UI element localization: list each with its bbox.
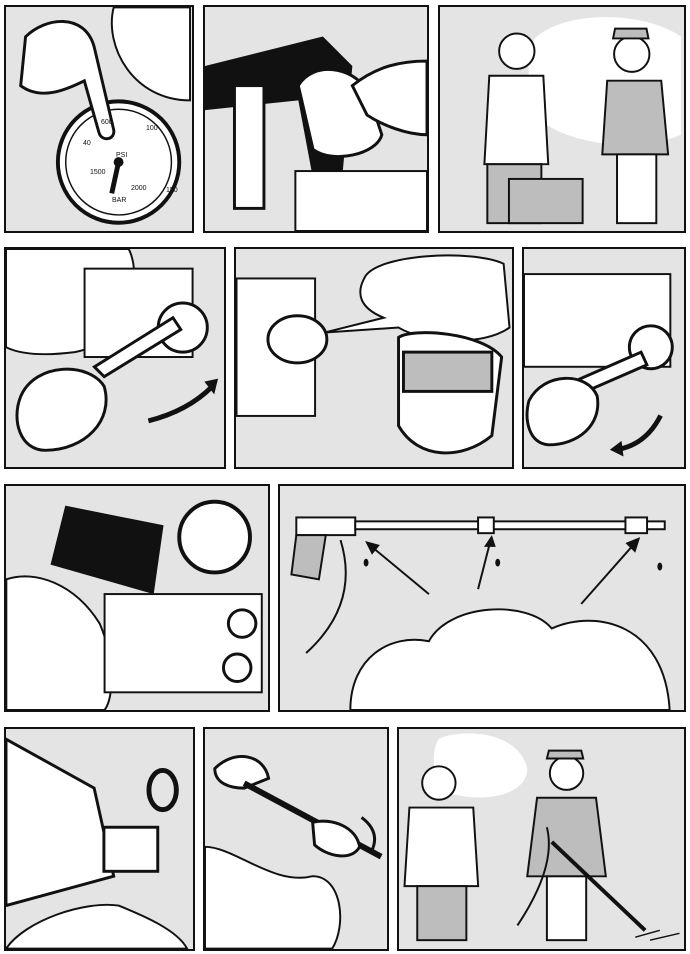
speech-bubble <box>349 608 671 710</box>
man-left-head <box>421 765 457 801</box>
cap-icon <box>545 749 585 760</box>
gauge-reading-5: 2000 <box>131 185 147 192</box>
wrench <box>92 315 183 379</box>
panel-wrench-remove <box>4 247 226 469</box>
caption-box <box>294 170 427 231</box>
hand <box>15 367 108 452</box>
man-right-head <box>548 755 585 791</box>
assemble-lance-illustration <box>205 755 383 949</box>
wrench-remove-illustration <box>6 249 219 452</box>
gauge-reading-4: 1500 <box>90 169 106 176</box>
gauge-reading-2: 600 <box>101 119 113 126</box>
curved-arrow-icon <box>616 414 663 453</box>
gun-handle <box>290 534 327 581</box>
gauge-illustration <box>19 7 192 225</box>
pump-gauge-illustration <box>6 499 263 710</box>
speech-bubble <box>433 733 528 798</box>
pressure-washer-machine <box>507 177 584 225</box>
man-left-jacket <box>483 74 550 166</box>
arrow-to-gun <box>371 546 430 595</box>
speech-bubble <box>6 903 189 949</box>
man-right-jacket <box>601 79 670 156</box>
curved-arrow-icon <box>147 384 214 424</box>
panel-fitting-detail <box>234 247 514 469</box>
coupling-body <box>6 737 116 908</box>
cap-icon <box>611 27 650 40</box>
speech-bubble <box>324 254 511 342</box>
man-right-head <box>613 35 651 73</box>
fitting-detail-illustration <box>236 254 511 455</box>
panel-two-men-machine <box>438 5 686 233</box>
gauge-unit: BAR <box>112 197 127 204</box>
water-drop-icon <box>657 562 663 571</box>
gun-grip-illustration <box>205 36 427 231</box>
two-men-illustration <box>483 17 681 225</box>
panel-oring-replace <box>4 727 195 951</box>
panel-wrench-tighten <box>522 247 686 469</box>
panel-final-test <box>397 727 686 951</box>
gauge-needle <box>109 161 121 194</box>
forearm <box>350 59 427 137</box>
arrow-to-nozzle <box>580 544 635 605</box>
o-ring-icon <box>146 768 179 813</box>
man-right-jacket <box>526 796 607 878</box>
water-drop-icon <box>495 558 501 567</box>
oring-illustration <box>6 737 189 949</box>
panel-assemble-lance <box>203 727 389 951</box>
pointing-hand <box>19 20 116 141</box>
curved-arrow-icon <box>360 816 377 853</box>
wrench-tighten-illustration <box>524 273 674 457</box>
hose <box>516 826 550 926</box>
man-left-head <box>498 32 536 70</box>
water-drop-icon <box>363 558 369 567</box>
panel-lance-leaks <box>278 484 686 712</box>
hose <box>305 539 347 654</box>
panel-pump-gauge <box>4 484 270 712</box>
spray-lance <box>550 840 647 932</box>
water-spray <box>635 929 680 941</box>
lance-leaks-illustration <box>290 516 671 710</box>
man-left-jacket <box>403 806 480 888</box>
connector-nipple <box>102 825 160 873</box>
hand-right <box>311 819 362 858</box>
speech-bubble <box>6 575 113 710</box>
threaded-port <box>266 314 329 365</box>
gun-nozzle <box>232 84 266 210</box>
speech-bubble <box>110 7 192 102</box>
hand <box>525 376 600 447</box>
arrow-to-coupling <box>477 542 491 590</box>
final-test-illustration <box>403 733 680 942</box>
loose-fitting <box>401 350 494 393</box>
gauge-reading-3: 100 <box>146 125 158 132</box>
lance-coupling <box>477 516 495 535</box>
panel-pressure-gauge: 40 600 100 1500 2000 150 PSI BAR <box>4 5 194 233</box>
gauge-reading-6: 150 <box>166 187 178 194</box>
gauge-reading-1: 40 <box>83 140 91 147</box>
nozzle <box>624 516 649 535</box>
speech-bubble <box>205 845 342 949</box>
pressure-gauge <box>177 499 252 575</box>
gun-body <box>295 516 357 537</box>
hand-left <box>213 755 271 790</box>
panel-spray-gun-grip <box>203 5 429 233</box>
motor-housing <box>50 505 164 595</box>
gauge-brand: PSI <box>116 152 128 159</box>
lance-tube <box>354 520 666 531</box>
